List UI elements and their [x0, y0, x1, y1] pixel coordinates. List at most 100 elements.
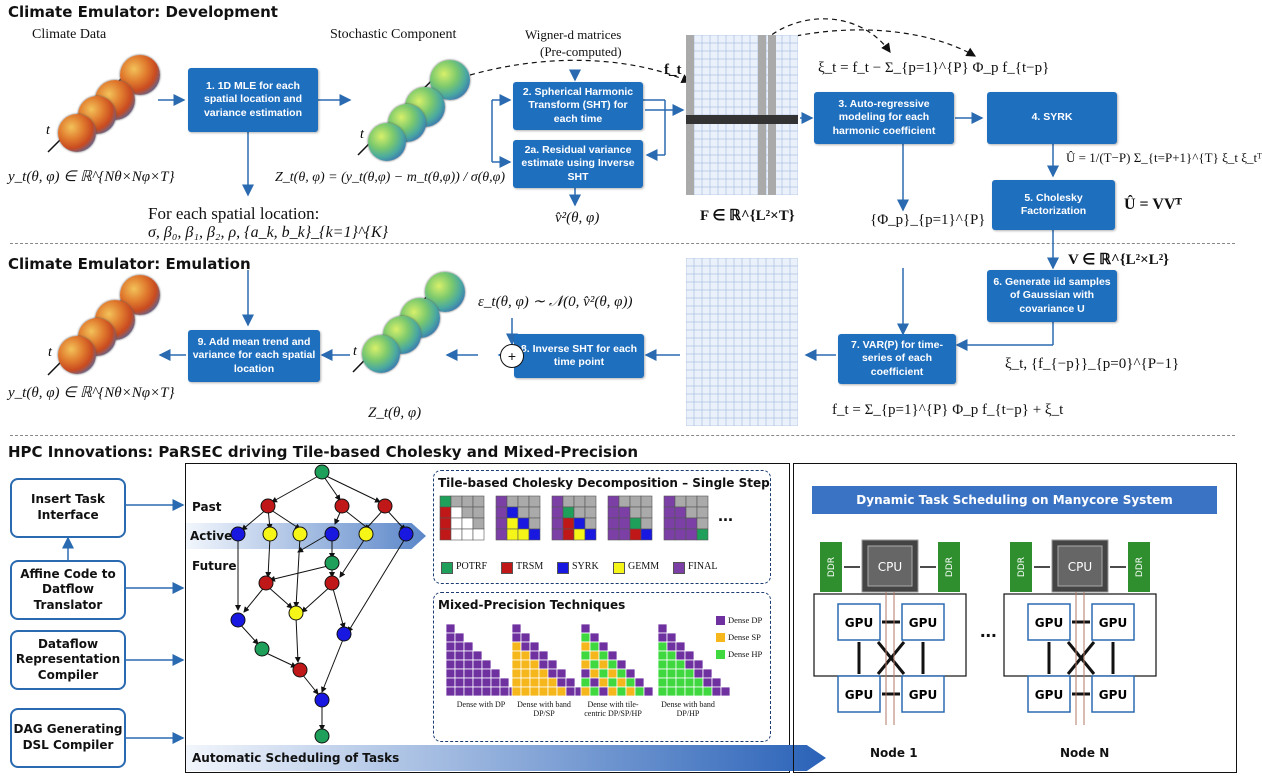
f-matrix-label: F ∈ ℝ^{L²×T} [700, 208, 795, 224]
mp-tile [580, 623, 591, 634]
mp-legend-hp: Dense HP [728, 649, 763, 659]
emulation-matrix-grid [686, 258, 798, 426]
svg-text:GPU: GPU [1099, 688, 1127, 702]
legend-trsm: TRSM [516, 561, 544, 572]
precomputed-label: (Pre-computed) [540, 44, 622, 59]
mp-tile [463, 650, 474, 661]
mp-tile [565, 677, 576, 688]
mp-tile [481, 686, 492, 697]
step4-syrk-box: 4. SYRK [987, 92, 1117, 144]
dag-compiler-box: DAG Generating DSL Compiler [10, 708, 126, 768]
z-emu-label: Z_t(θ, φ) [368, 405, 422, 421]
mp-tile [693, 686, 704, 697]
mp-tile [520, 650, 531, 661]
svg-text:t: t [360, 127, 365, 142]
f-matrix-grid [686, 35, 798, 195]
mp-tile [589, 659, 600, 670]
stochastic-label: Stochastic Component [330, 27, 457, 42]
legend-swatch [441, 562, 453, 574]
mp-tile [538, 668, 549, 679]
mp-caption-band-dpsp: Dense with band DP/SP [517, 700, 571, 718]
mp-tile [454, 668, 465, 679]
mp-tile [490, 686, 501, 697]
mp-tile [511, 632, 522, 643]
mp-tile [657, 668, 668, 679]
mp-tile [666, 686, 677, 697]
mp-tile [607, 650, 618, 661]
sphere-icon [58, 336, 96, 374]
mp-tile [520, 686, 531, 697]
sphere-icon [368, 123, 406, 161]
tile-steps [439, 495, 709, 541]
mp-tile [643, 686, 654, 697]
svg-text:GPU: GPU [909, 616, 937, 630]
legend-swatch [673, 562, 685, 574]
mp-tile [472, 659, 483, 670]
legend-potrf: POTRF [456, 561, 488, 572]
mp-tile [472, 650, 483, 661]
mp-tile [454, 641, 465, 652]
mp-tile [445, 641, 456, 652]
svg-text:DDR: DDR [945, 557, 955, 577]
v-hat-label: v̂²(θ, φ) [555, 210, 600, 226]
mp-tile [445, 686, 456, 697]
tile-cholesky-panel [433, 470, 771, 584]
mp-tile [657, 686, 668, 697]
future-label: Future [192, 559, 237, 573]
svg-text:GPU: GPU [909, 688, 937, 702]
svg-text:GPU: GPU [1099, 616, 1127, 630]
params-label: σ, β₀, β₁, β₂, ρ, {a_k, b_k}_{k=1}^{K} [148, 224, 389, 241]
step1-mle-box: 1. 1D MLE for each spatial location and … [188, 68, 318, 132]
mp-tile [607, 677, 618, 688]
mp-tile [598, 677, 609, 688]
mixed-precision-title: Mixed-Precision Techniques [438, 598, 626, 612]
mp-tile [580, 677, 591, 688]
mp-tile [520, 641, 531, 652]
step8-inverse-sht-box: 8. Inverse SHT for each time point [514, 334, 644, 378]
mp-tile [693, 659, 704, 670]
mp-tile [529, 641, 540, 652]
mp-tile [511, 659, 522, 670]
svg-text:t: t [353, 344, 358, 359]
step7-var-box: 7. VAR(P) for time-series of each coeffi… [838, 334, 956, 384]
mp-tile [589, 686, 600, 697]
mp-tile [580, 650, 591, 661]
mp-tile [657, 623, 668, 634]
mp-tile [580, 641, 591, 652]
mixed-precision-matrices [445, 623, 731, 697]
mp-tile [580, 632, 591, 643]
mp-tile [657, 659, 668, 670]
mp-tile [616, 677, 627, 688]
mp-tile [556, 686, 567, 697]
mp-tile [481, 677, 492, 688]
dynamic-scheduling-panel [793, 463, 1237, 773]
step3-ar-box: 3. Auto-regressive modeling for each har… [814, 92, 954, 144]
mixed-precision-panel [433, 592, 771, 742]
mp-tile [529, 668, 540, 679]
mp-tile [463, 659, 474, 670]
mp-tile [556, 668, 567, 679]
mp-tile [529, 650, 540, 661]
mp-tile [666, 641, 677, 652]
mp-tile [547, 677, 558, 688]
mp-tile [463, 641, 474, 652]
mp-tile [684, 668, 695, 679]
tile-ellipsis: ... [718, 505, 734, 525]
mp-tile [589, 632, 600, 643]
svg-text:t: t [48, 345, 53, 360]
mp-legend-dp: Dense DP [728, 615, 763, 625]
mp-tile [589, 641, 600, 652]
u-vv-equation: Û = VVᵀ [1124, 196, 1182, 213]
svg-text:GPU: GPU [845, 616, 873, 630]
legend-gemm: GEMM [628, 561, 660, 572]
svg-text:GPU: GPU [1035, 688, 1063, 702]
mp-tile [499, 686, 510, 697]
mp-tile [702, 677, 713, 688]
mp-tile [490, 668, 501, 679]
mp-tile [598, 686, 609, 697]
hpc-title: HPC Innovations: PaRSEC driving Tile-bas… [8, 443, 639, 461]
mp-tile [616, 686, 627, 697]
node-1-diagram: DDR DDR CPU GPU GPU GPU GPU [813, 539, 967, 725]
climate-data-label: Climate Data [32, 27, 107, 42]
mp-legend-sp: Dense SP [728, 632, 761, 642]
